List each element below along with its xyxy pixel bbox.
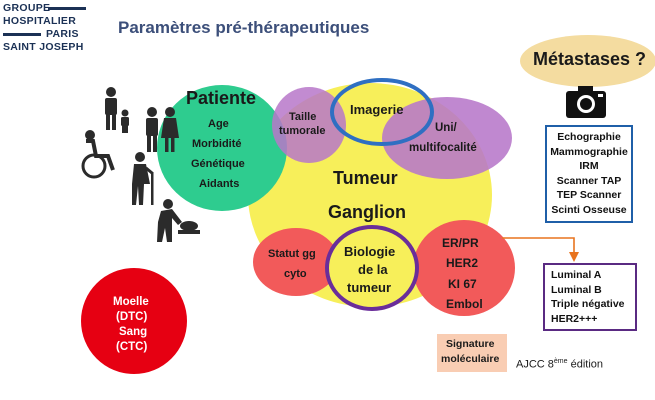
biologie-line-3: tumeur (347, 280, 392, 295)
signature-line-2: moléculaire (441, 353, 500, 365)
ganglion-label: Ganglion (328, 202, 406, 222)
logo-line-3: PARIS (46, 28, 79, 40)
patiente-item-age: Age (208, 118, 229, 130)
marker-er-pr: ER/PR (442, 236, 479, 250)
moelle-line-4: (CTC) (116, 341, 148, 353)
ajcc-sup: ème (553, 358, 568, 365)
subtype-luminal-b: Luminal B (551, 283, 602, 296)
marker-embol: Embol (446, 297, 483, 311)
biologie-ring (325, 225, 419, 311)
patiente-item-aidants: Aidants (199, 178, 240, 190)
ajcc-text: AJCC 8 (516, 358, 554, 371)
imaging-list-box: Echographie Mammographie IRM Scanner TAP… (545, 125, 633, 223)
logo-line-1: GROUPE (3, 2, 51, 14)
subtypes-box: Luminal A Luminal B Triple négative HER2… (543, 263, 637, 331)
camera-icon (566, 86, 606, 118)
imagerie-label: Imagerie (350, 102, 404, 117)
subtype-her2: HER2+++ (551, 312, 598, 325)
patiente-title: Patiente (186, 88, 257, 108)
subtype-luminal-a: Luminal A (551, 269, 602, 281)
imaging-item-scinti-osseuse: Scinti Osseuse (551, 203, 627, 216)
logo-line-2: HOSPITALIER (3, 15, 77, 27)
subtype-triple-negative: Triple négative (551, 298, 625, 310)
imaging-item-echographie: Echographie (557, 131, 621, 143)
moelle-line-2: (DTC) (116, 311, 148, 323)
ajcc-edition: AJCC 8ème édition (516, 358, 603, 371)
marker-ki67: KI 67 (448, 277, 477, 291)
signature-box (437, 334, 507, 372)
ajcc-suffix: édition (567, 358, 604, 371)
patiente-item-morbidite: Morbidité (192, 138, 242, 150)
marker-her2: HER2 (446, 256, 479, 270)
imaging-item-mammographie: Mammographie (550, 145, 628, 158)
statut-circle (253, 228, 339, 296)
multifocalite-line-1: Uni/ (435, 122, 457, 134)
moelle-circle (81, 268, 187, 374)
metastases-label: Métastases ? (533, 49, 647, 69)
imaging-item-scanner-tap: Scanner TAP (556, 174, 622, 187)
caregiver-icon (157, 199, 200, 242)
elderly-icon (132, 152, 154, 205)
arrow-head (569, 252, 579, 262)
tumeur-label: Tumeur (333, 168, 398, 188)
taille-line-1: Taille (289, 111, 317, 123)
patiente-item-genetique: Génétique (191, 158, 245, 170)
multifocalite-line-2: multifocalité (409, 142, 477, 154)
moelle-line-3: Sang (119, 326, 148, 338)
metastases-bubble (520, 35, 655, 87)
moelle-line-1: Moelle (113, 296, 149, 308)
page-title: Paramètres pré-thérapeutiques (118, 18, 370, 37)
taille-circle (272, 87, 346, 163)
imagerie-ring (330, 78, 434, 146)
logo-bar-1 (48, 7, 86, 10)
couple-icon (146, 107, 179, 152)
biologie-line-1: Biologie (344, 244, 396, 259)
signature-line-1: Signature (446, 338, 495, 350)
statut-line-2: cyto (284, 268, 307, 280)
multifocalite-ellipse (382, 97, 512, 179)
logo-line-4: SAINT JOSEPH (3, 41, 84, 53)
markers-circle (413, 220, 515, 316)
imaging-item-tep-scanner: TEP Scanner (556, 189, 622, 201)
logo-bar-2 (3, 33, 41, 36)
arrow-line (502, 237, 575, 254)
family-icon (105, 87, 129, 133)
imaging-item-irm: IRM (579, 160, 599, 172)
taille-line-2: tumorale (279, 125, 326, 137)
statut-line-1: Statut gg (268, 248, 316, 260)
patiente-circle (157, 85, 287, 211)
wheelchair-icon (81, 130, 115, 179)
biologie-line-2: de la (358, 262, 388, 277)
